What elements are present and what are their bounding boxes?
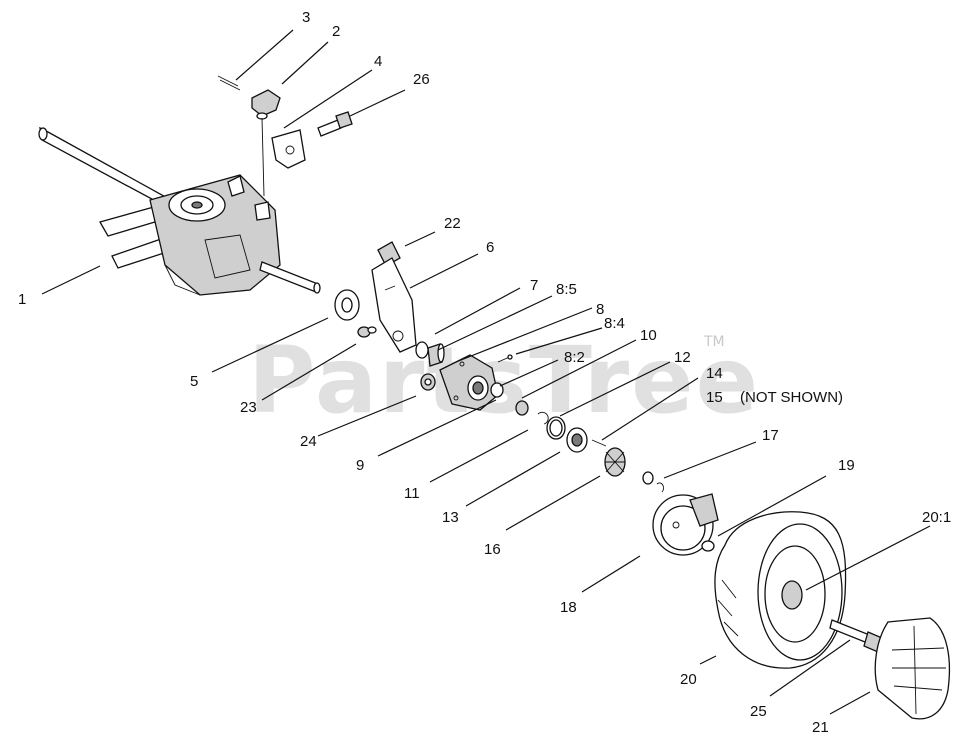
label-13: 13 <box>442 509 459 526</box>
part-washer-19 <box>701 540 715 552</box>
label-14: 14 <box>706 365 723 382</box>
label-11: 11 <box>404 485 420 502</box>
part-gear-cover <box>652 493 719 556</box>
part-adjuster-plate <box>371 257 417 353</box>
part-bolt-25 <box>829 619 883 653</box>
part-washer-8-2 <box>490 382 504 398</box>
label-5: 5 <box>190 373 198 390</box>
label-1: 1 <box>18 291 26 308</box>
label-25: 25 <box>750 703 767 720</box>
label-18: 18 <box>560 599 577 616</box>
label-6: 6 <box>486 239 494 256</box>
watermark-tm: TM <box>703 334 725 350</box>
part-bearing-13 <box>566 427 588 453</box>
watermark-text: PartsTree <box>248 327 760 434</box>
label-3: 3 <box>302 9 310 26</box>
label-15: 15 <box>706 389 723 406</box>
part-gear-housing <box>439 354 499 411</box>
label-12: 12 <box>674 349 691 366</box>
part-pin-14 <box>591 439 607 447</box>
label-4: 4 <box>374 53 382 70</box>
part-pin <box>497 354 513 363</box>
part-cotter-pin <box>217 75 241 91</box>
part-hubcap <box>874 617 951 720</box>
label-8: 8 <box>596 301 604 318</box>
part-ring-12 <box>546 416 566 440</box>
part-washer-10 <box>515 400 529 416</box>
part-transmission-assembly <box>38 126 321 296</box>
part-pinion-gear <box>604 447 626 477</box>
part-nut-24 <box>420 373 436 391</box>
label-16: 16 <box>484 541 501 558</box>
part-bolt-26 <box>317 111 353 137</box>
label-26: 26 <box>413 71 430 88</box>
label-20-1: 20:1 <box>922 509 951 526</box>
part-bushing-7 <box>415 341 429 359</box>
part-wheel <box>714 511 847 669</box>
label-8-4: 8:4 <box>604 315 625 332</box>
part-screw-23 <box>357 326 377 338</box>
label-17: 17 <box>762 427 779 444</box>
label-10: 10 <box>640 327 657 344</box>
label-8-5: 8:5 <box>556 281 577 298</box>
label-22: 22 <box>444 215 461 232</box>
label-21: 21 <box>812 719 829 736</box>
part-washer-17 <box>642 471 664 493</box>
label-7: 7 <box>530 277 538 294</box>
label-2: 2 <box>332 23 340 40</box>
label-19: 19 <box>838 457 855 474</box>
label-23: 23 <box>240 399 257 416</box>
label-8-2: 8:2 <box>564 349 585 366</box>
label-24: 24 <box>300 433 317 450</box>
leader-lines <box>41 29 931 715</box>
part-bracket <box>271 129 306 169</box>
callout-labels: 3 2 4 26 1 22 6 7 8:5 8 8:4 10 8:2 12 14… <box>18 9 951 736</box>
label-20: 20 <box>680 671 697 688</box>
part-knob <box>251 89 281 197</box>
label-15-note: (NOT SHOWN) <box>740 389 843 406</box>
part-washer-5 <box>334 289 360 321</box>
part-spacer <box>427 343 445 367</box>
label-9: 9 <box>356 457 364 474</box>
part-clip-11 <box>537 411 549 425</box>
part-cable-guide <box>377 241 401 267</box>
